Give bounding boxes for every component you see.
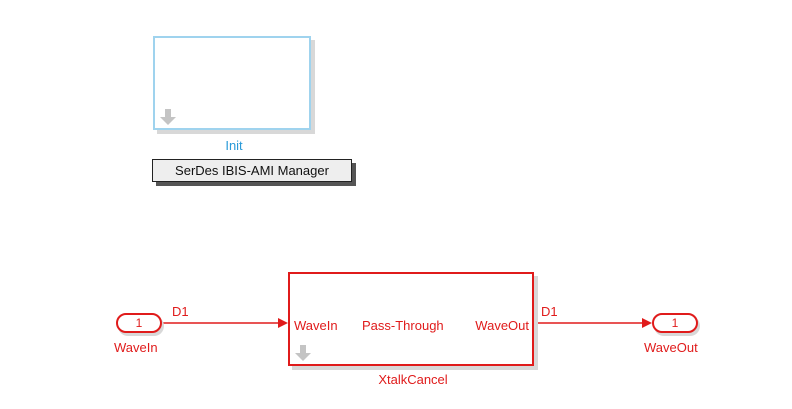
wavein-inport-label: WaveIn [114,340,158,355]
input-signal-label: D1 [172,304,189,319]
waveout-outport[interactable]: 1 [652,313,698,333]
output-signal-label: D1 [541,304,558,319]
input-wire-arrow [278,318,288,328]
output-wire-arrow [642,318,652,328]
down-arrow-icon [295,345,311,361]
down-arrow-icon [160,109,176,125]
xtalk-in-port-label: WaveIn [294,318,338,333]
xtalk-mode-label: Pass-Through [362,318,444,333]
xtalkcancel-block-label: XtalkCancel [378,372,448,387]
init-block-label: Init [225,138,243,153]
xtalk-out-port-label: WaveOut [475,318,529,333]
wavein-inport[interactable]: 1 [116,313,162,333]
init-subsystem-block[interactable] [153,36,311,130]
xtalkcancel-block[interactable]: WaveIn Pass-Through WaveOut [288,272,534,366]
waveout-outport-label: WaveOut [644,340,698,355]
serdes-ibis-ami-manager-button[interactable]: SerDes IBIS-AMI Manager [152,159,352,182]
